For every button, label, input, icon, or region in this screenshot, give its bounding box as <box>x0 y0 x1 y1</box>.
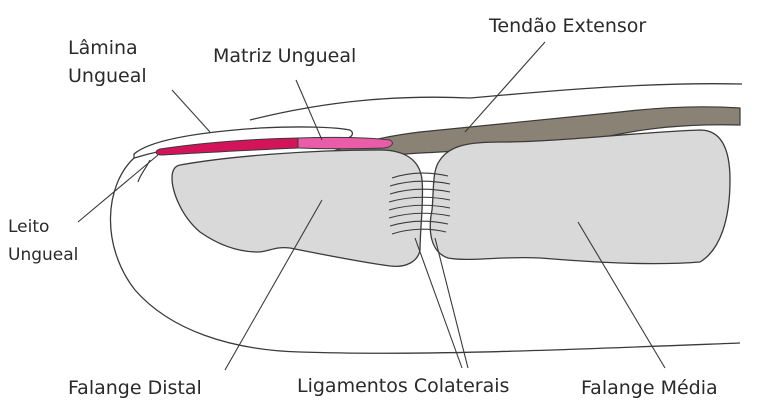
label-lamina-line1: Lâmina <box>68 36 138 60</box>
label-leito-line1: Leito <box>8 216 49 238</box>
label-matriz-ungueal: Matriz Ungueal <box>213 44 356 68</box>
label-tendao-extensor: Tendão Extensor <box>489 14 646 38</box>
label-ligamentos-colaterais: Ligamentos Colaterais <box>297 374 509 398</box>
label-lamina-line2: Ungueal <box>68 64 147 88</box>
label-falange-distal: Falange Distal <box>68 376 202 400</box>
label-leito-line2: Ungueal <box>8 244 78 266</box>
label-falange-media: Falange Média <box>581 376 718 400</box>
